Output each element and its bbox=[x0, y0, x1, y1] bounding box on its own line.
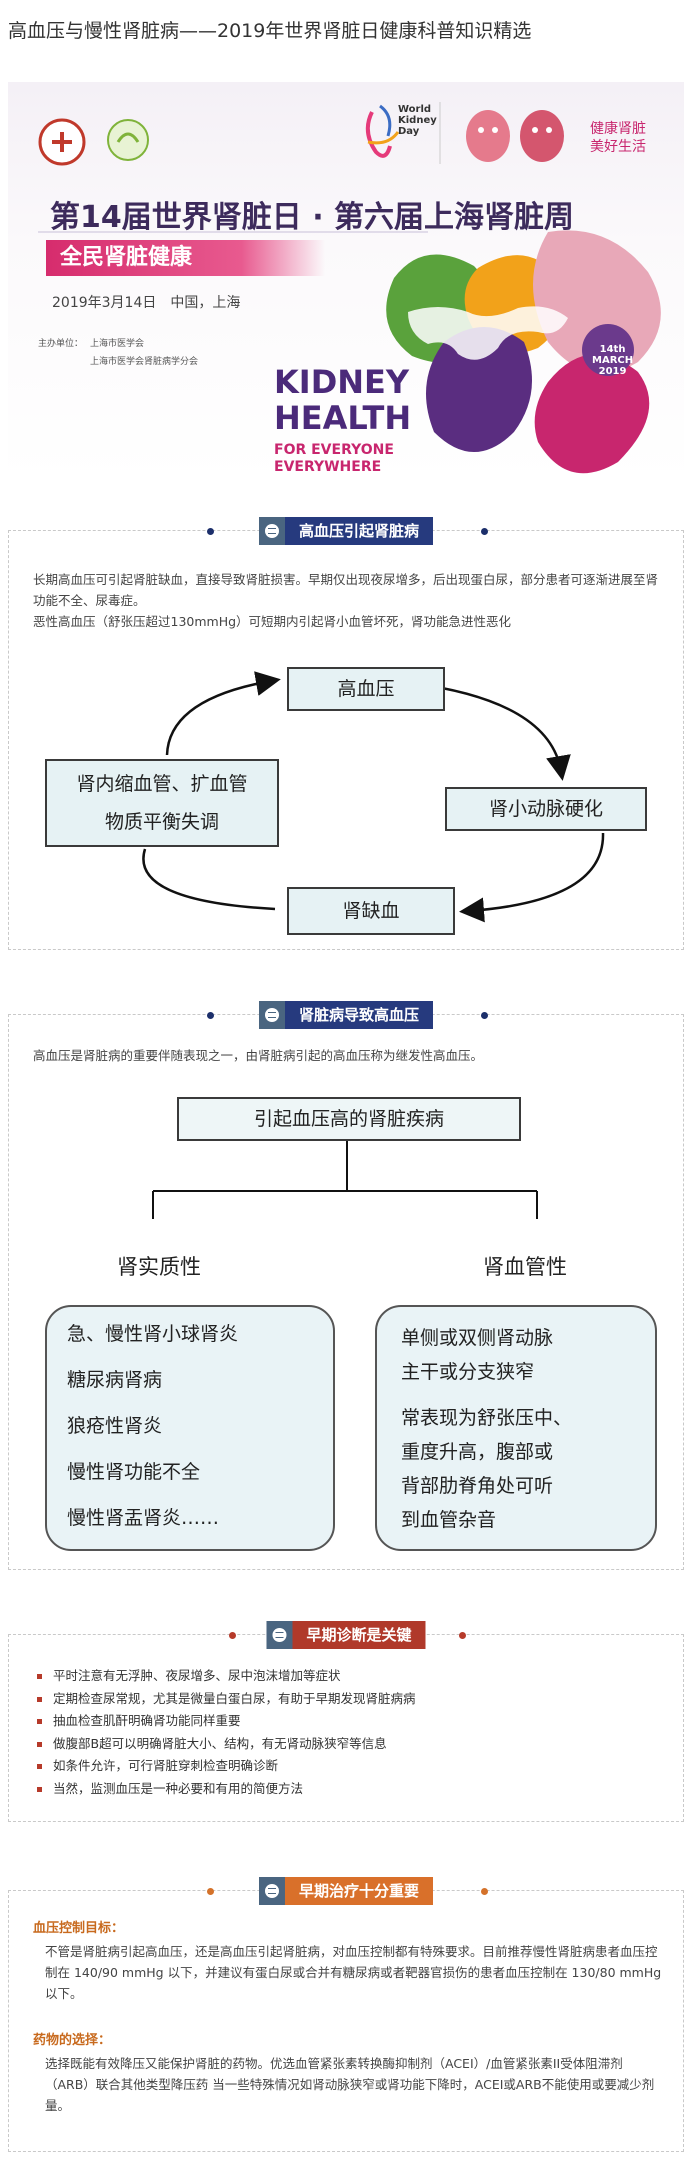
decor-dot bbox=[481, 528, 488, 535]
decor-dot bbox=[481, 1888, 488, 1895]
section-early-treatment: 早期治疗十分重要 血压控制目标： 不管是肾脏病引起高血压，还是高血压引起肾脏病，… bbox=[8, 1877, 684, 2152]
document-icon bbox=[266, 1621, 293, 1649]
banner-slogan: 健康肾脏美好生活 bbox=[590, 121, 646, 155]
section-header: 早期治疗十分重要 bbox=[258, 1877, 434, 1905]
diagnosis-list: 平时注意有无浮肿、夜尿增多、尿中泡沫增加等症状 定期检查尿常规，尤其是微量白蛋白… bbox=[33, 1665, 416, 1800]
section-kidney-disease-causes-hypertension: 肾脏病导致高血压 高血压是肾脏病的重要伴随表现之一，由肾脏病引起的高血压称为继发… bbox=[8, 1001, 684, 1570]
section-header: 早期诊断是关键 bbox=[266, 1621, 426, 1649]
cycle-node-kidney-ischemia: 肾缺血 bbox=[287, 887, 455, 935]
banner-headline: 第14届世界肾脏日 · 第六届上海肾脏周 bbox=[50, 200, 575, 235]
section-header: 肾脏病导致高血压 bbox=[258, 1001, 434, 1029]
paragraph: 长期高血压可引起肾脏缺血，直接导致肾脏损害。早期仅出现夜尿增多，后出现蛋白尿，部… bbox=[33, 572, 659, 608]
cycle-node-arteriosclerosis: 肾小动脉硬化 bbox=[445, 787, 647, 831]
tree-lines bbox=[152, 1139, 538, 1219]
purple-blob bbox=[426, 327, 532, 452]
health-logo bbox=[107, 119, 149, 161]
banner-pill: 全民肾脏健康 bbox=[46, 240, 325, 276]
list-item: 急、慢性肾小球肾炎 bbox=[67, 1323, 239, 1345]
text-line: 主干或分支狭窄 bbox=[401, 1361, 535, 1383]
paragraph: 高血压是肾脏病的重要伴随表现之一，由肾脏病引起的高血压称为继发性高血压。 bbox=[33, 1048, 484, 1063]
left-branch-title: 肾实质性 bbox=[117, 1255, 201, 1279]
banner-date: 2019年3月14日 中国，上海 bbox=[52, 295, 241, 311]
list-item: 慢性肾盂肾炎…… bbox=[67, 1507, 220, 1529]
list-item: 抽血检查肌酐明确肾功能同样重要 bbox=[33, 1710, 416, 1733]
decor-dot bbox=[207, 528, 214, 535]
organizer-1: 上海市医学会 bbox=[90, 339, 145, 349]
world-kidney-day-logo bbox=[365, 111, 392, 158]
decor-dot bbox=[481, 1012, 488, 1019]
paragraph: 不管是肾脏病引起高血压，还是高血压引起肾脏病，对血压控制都有特殊要求。目前推荐慢… bbox=[45, 1944, 662, 2001]
text-line: 到血管杂音 bbox=[401, 1509, 497, 1531]
subheading-bp-target: 血压控制目标： bbox=[33, 1921, 125, 1936]
kidney-mascot-icon bbox=[466, 110, 510, 162]
cross-icon bbox=[52, 132, 72, 152]
list-item: 做腹部B超可以明确肾脏大小、结构，有无肾动脉狭窄等信息 bbox=[33, 1733, 416, 1756]
tree-root: 引起血压高的肾脏疾病 bbox=[177, 1097, 521, 1141]
document-icon bbox=[258, 517, 285, 545]
paragraph: 选择既能有效降压又能保护肾脏的药物。优选血管紧张素转换酶抑制剂（ACEI）/血管… bbox=[45, 2056, 655, 2113]
section-hypertension-causes-kidney-disease: 高血压引起肾脏病 长期高血压可引起肾脏缺血，直接导致肾脏损害。早期仅出现夜尿增多… bbox=[8, 517, 684, 950]
decor-dot bbox=[207, 1012, 214, 1019]
section-title: 早期治疗十分重要 bbox=[284, 1877, 434, 1905]
renal-parenchymal-list: 急、慢性肾小球肾炎 糖尿病肾病 狼疮性肾炎 慢性肾功能不全 慢性肾盂肾炎…… bbox=[45, 1305, 335, 1551]
section-header: 高血压引起肾脏病 bbox=[258, 517, 434, 545]
subheading-drug-choice: 药物的选择： bbox=[33, 2033, 112, 2048]
section-title: 肾脏病导致高血压 bbox=[284, 1001, 434, 1029]
banner-graphics bbox=[38, 102, 661, 474]
list-item: 狼疮性肾炎 bbox=[67, 1415, 163, 1437]
cycle-node-hypertension: 高血压 bbox=[287, 667, 445, 711]
list-item: 如条件允许，可行肾脏穿刺检查明确诊断 bbox=[33, 1755, 416, 1778]
section-title: 早期诊断是关键 bbox=[292, 1621, 426, 1649]
text-line: 背部肋脊角处可听 bbox=[401, 1475, 554, 1497]
decor-dot bbox=[229, 1632, 236, 1639]
decor-dot bbox=[207, 1888, 214, 1895]
kidney-mascot-icon bbox=[520, 110, 564, 162]
cycle-arrows bbox=[142, 671, 605, 923]
organizer-2: 上海市医学会肾脏病学分会 bbox=[90, 357, 199, 367]
document-icon bbox=[258, 1877, 285, 1905]
section-title: 高血压引起肾脏病 bbox=[284, 517, 434, 545]
list-item: 平时注意有无浮肿、夜尿增多、尿中泡沫增加等症状 bbox=[33, 1665, 416, 1688]
right-branch-title: 肾血管性 bbox=[483, 1255, 567, 1279]
cycle-node-vasoactive-imbalance: 肾内缩血管、扩血管物质平衡失调 bbox=[45, 759, 279, 847]
date-badge bbox=[582, 324, 634, 376]
decor-dot bbox=[459, 1632, 466, 1639]
section-early-diagnosis: 早期诊断是关键 平时注意有无浮肿、夜尿增多、尿中泡沫增加等症状 定期检查尿常规，… bbox=[8, 1621, 684, 1822]
document-icon bbox=[258, 1001, 285, 1029]
page-title: 高血压与慢性肾脏病——2019年世界肾脏日健康科普知识精选 bbox=[8, 20, 532, 42]
text-line: 单侧或双侧肾动脉 bbox=[401, 1327, 554, 1349]
magenta-blob bbox=[534, 354, 650, 474]
text-line: 重度升高，腹部或 bbox=[401, 1441, 554, 1463]
organizer-label: 主办单位： bbox=[38, 339, 84, 349]
renovascular-box: 单侧或双侧肾动脉 主干或分支狭窄 常表现为舒张压中、 重度升高，腹部或 背部肋脊… bbox=[375, 1305, 657, 1551]
world-map-shape bbox=[408, 306, 568, 360]
list-item: 慢性肾功能不全 bbox=[67, 1461, 201, 1483]
list-item: 当然，监测血压是一种必要和有用的简便方法 bbox=[33, 1778, 416, 1801]
text-line: 常表现为舒张压中、 bbox=[401, 1407, 573, 1429]
paragraph: 恶性高血压（舒张压超过130mmHg）可短期内引起肾小血管坏死，肾功能急进性恶化 bbox=[33, 614, 512, 629]
list-item: 糖尿病肾病 bbox=[67, 1369, 163, 1391]
list-item: 定期检查尿常规，尤其是微量白蛋白尿，有助于早期发现肾脏病病 bbox=[33, 1688, 416, 1711]
